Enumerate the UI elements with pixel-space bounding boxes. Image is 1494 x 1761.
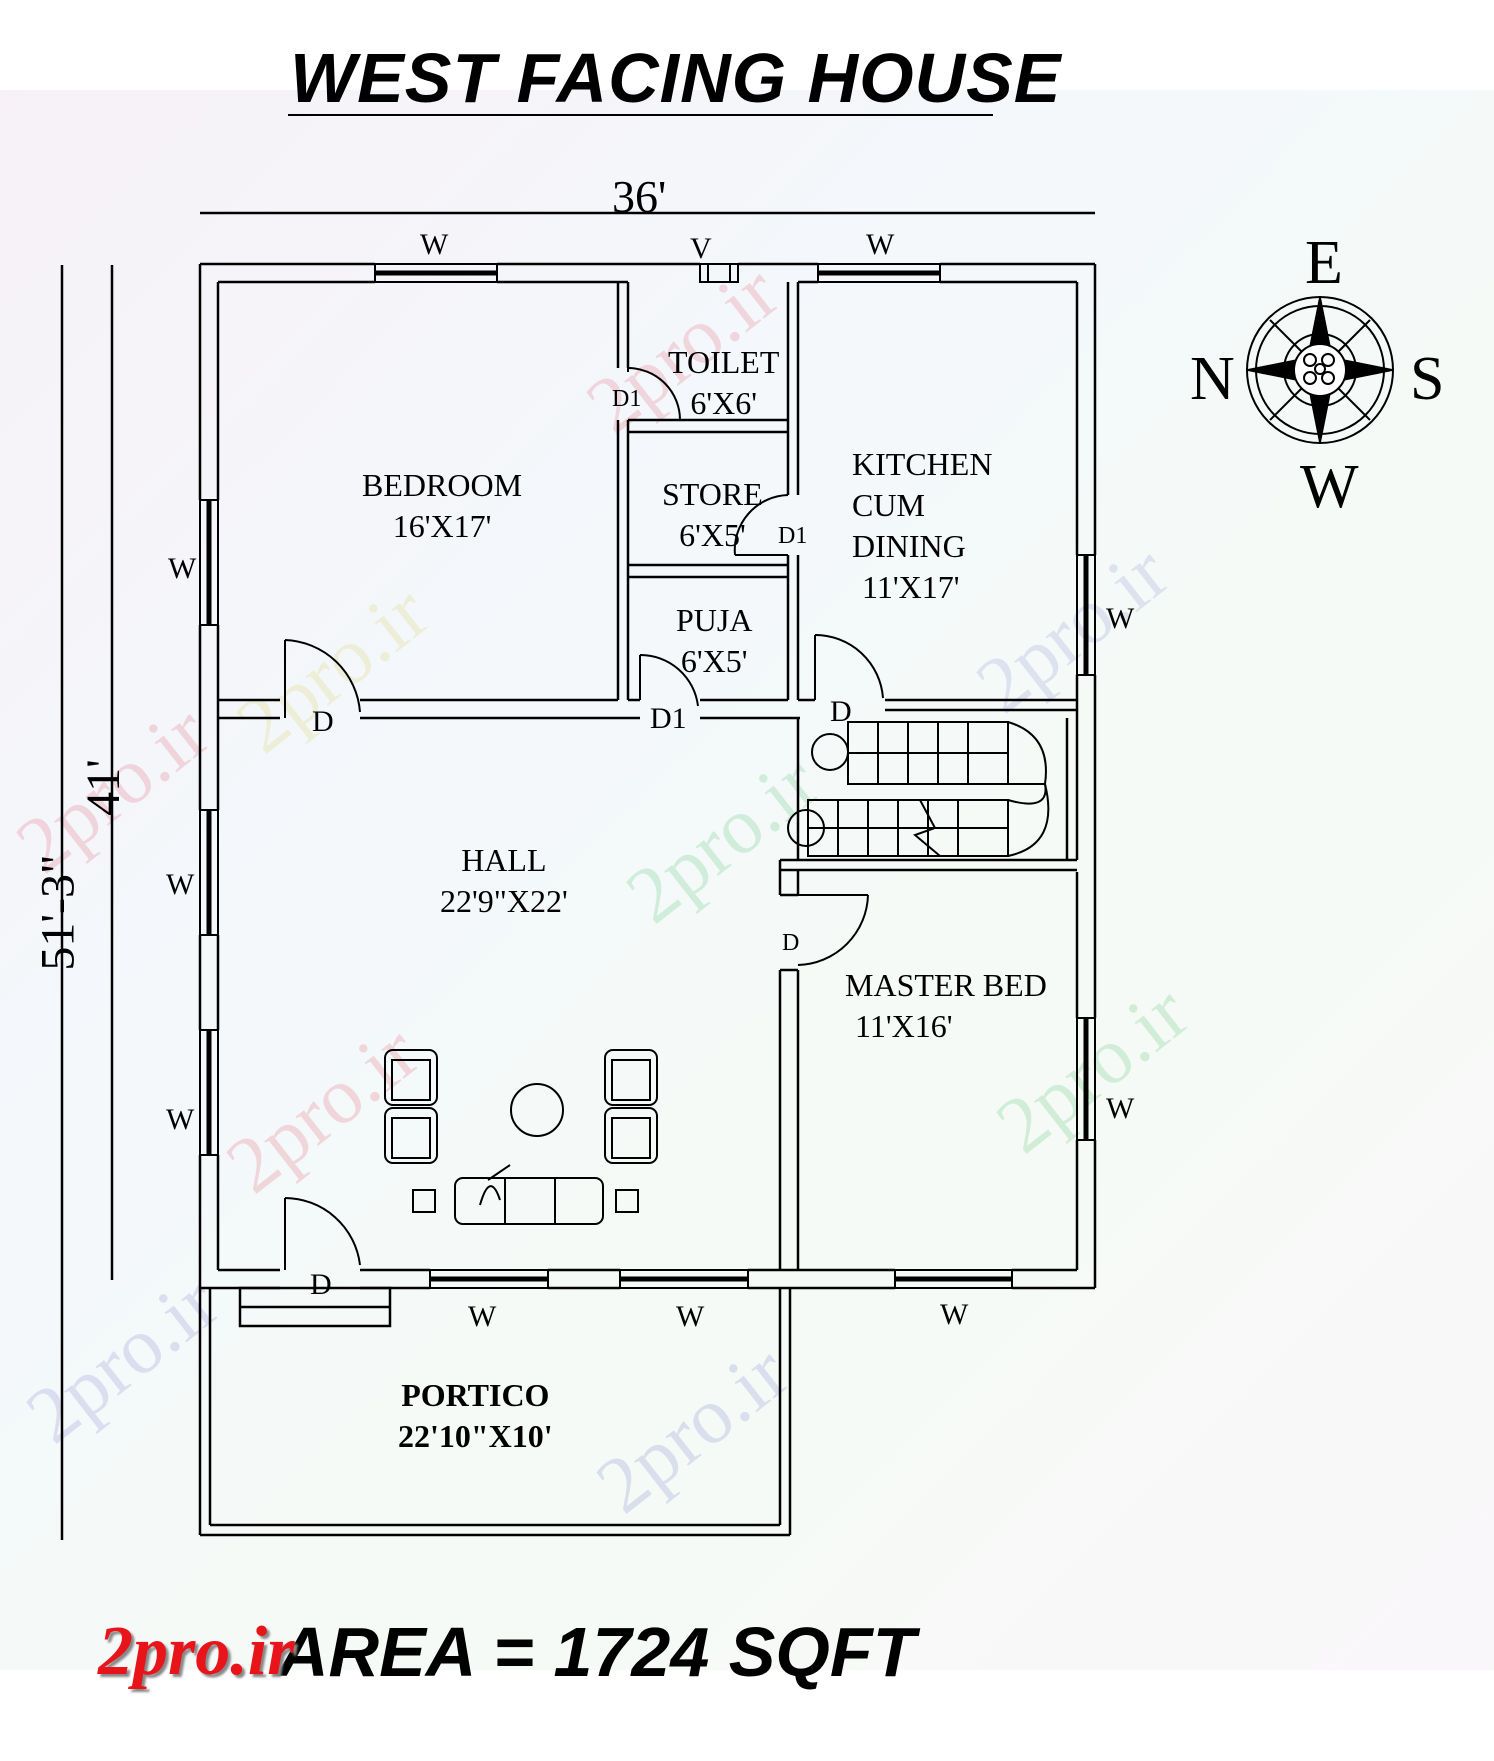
- room-kitchen-line1: KITCHEN: [852, 446, 993, 482]
- room-toilet-size: 6'X6': [690, 385, 757, 421]
- door-label: D: [312, 705, 334, 738]
- room-hall-name: HALL: [461, 842, 547, 878]
- room-hall-size: 22'9"X22': [440, 883, 568, 919]
- room-store-size: 6'X5': [679, 517, 746, 553]
- staircase: [787, 721, 1050, 857]
- window-label: W: [168, 552, 197, 585]
- room-puja-name: PUJA: [676, 602, 753, 638]
- outer-walls: [198, 262, 1097, 1290]
- background-tiles: [0, 90, 1494, 1670]
- room-store-name: STORE: [662, 476, 763, 512]
- ventilator-label: V: [690, 232, 712, 265]
- doors: [284, 367, 884, 1270]
- room-hall: HALL 22'9"X22': [440, 840, 568, 922]
- window-label: W: [166, 868, 195, 901]
- window-label: W: [676, 1300, 705, 1333]
- dimension-inner-left: 41': [76, 759, 130, 816]
- room-portico-size: 22'10"X10': [398, 1418, 553, 1454]
- dimension-lines: [60, 211, 1095, 1540]
- window-label: W: [468, 1300, 497, 1333]
- room-puja-size: 6'X5': [680, 643, 748, 679]
- window-label: W: [1106, 1092, 1135, 1125]
- dimension-outer-left: 51'-3": [31, 854, 85, 971]
- room-toilet: TOILET 6'X6': [668, 342, 779, 424]
- room-kitchen: KITCHEN CUM DINING 11'X17': [852, 444, 992, 608]
- door-label: D1: [650, 702, 687, 735]
- room-kitchen-line2: CUM: [852, 487, 925, 523]
- hall-furniture: [384, 1049, 658, 1225]
- door-label: D: [830, 695, 852, 728]
- window-label: W: [1106, 602, 1135, 635]
- page-title: WEST FACING HOUSE: [290, 39, 1062, 117]
- room-store: STORE 6'X5': [662, 474, 763, 556]
- room-master-bed-size: 11'X16': [855, 1008, 953, 1044]
- room-master-bed: MASTER BED 11'X16': [845, 965, 1047, 1047]
- compass-south-label: S: [1410, 345, 1445, 413]
- window-label: W: [940, 1298, 969, 1331]
- room-bedroom-name: BEDROOM: [362, 467, 523, 503]
- room-puja: PUJA 6'X5': [676, 600, 752, 682]
- window-label: W: [420, 228, 449, 261]
- door-label: D1: [612, 386, 642, 412]
- door-label: D: [782, 930, 800, 956]
- portico-walls: [198, 1286, 792, 1537]
- room-bedroom-size: 16'X17': [392, 508, 492, 544]
- room-kitchen-size: 11'X17': [862, 569, 960, 605]
- room-toilet-name: TOILET: [668, 344, 780, 380]
- compass-east-label: E: [1305, 229, 1343, 297]
- door-label: D: [310, 1268, 332, 1301]
- compass-west-label: W: [1300, 453, 1359, 521]
- window-label: W: [166, 1103, 195, 1136]
- title-underline: [288, 114, 993, 116]
- room-bedroom: BEDROOM 16'X17': [362, 465, 522, 547]
- dimension-top: 36': [612, 171, 667, 222]
- window-label: W: [866, 228, 895, 261]
- room-kitchen-line3: DINING: [852, 528, 966, 564]
- area-caption: AREA = 1724 SQFT: [278, 1613, 916, 1691]
- room-portico: PORTICO 22'10"X10': [398, 1375, 553, 1457]
- room-portico-name: PORTICO: [401, 1377, 550, 1413]
- room-master-bed-name: MASTER BED: [845, 967, 1047, 1003]
- door-label: D1: [778, 523, 808, 549]
- windows: [199, 263, 1096, 1289]
- interior-walls: [218, 282, 1079, 1270]
- compass-north-label: N: [1190, 345, 1235, 413]
- brand-logo: 2pro.ir: [98, 1613, 295, 1690]
- compass-rose: [1246, 296, 1394, 444]
